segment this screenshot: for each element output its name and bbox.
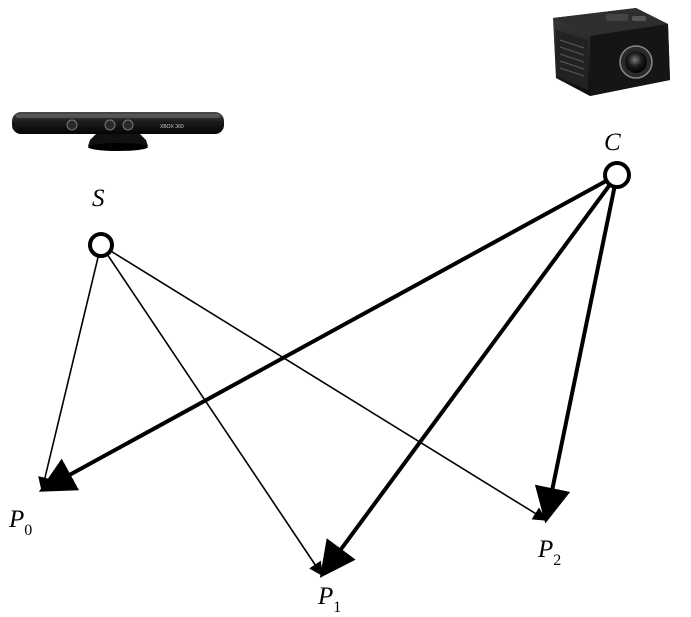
ray-sensor-to-p0 [38, 255, 100, 492]
ray-camera-to-p0 [38, 179, 608, 492]
point-label-p0: P0 [8, 506, 32, 539]
ray-sensor-to-p2 [109, 250, 548, 521]
projector-icon [553, 8, 670, 96]
ray-camera-to-p1 [319, 183, 612, 578]
sensor-label: S [92, 185, 105, 212]
point-label-p1: P1 [317, 583, 341, 616]
ray-camera-to-p2 [534, 186, 617, 524]
kinect-sensor-icon: XBOX 360 [12, 112, 224, 151]
camera-node [603, 161, 631, 189]
sensor-node [88, 232, 114, 258]
ray-group [38, 179, 617, 578]
kinect-brand-text: XBOX 360 [160, 124, 184, 130]
ray-sensor-to-p1 [106, 253, 323, 577]
camera-label: C [604, 129, 621, 156]
point-label-p2: P2 [537, 536, 561, 569]
